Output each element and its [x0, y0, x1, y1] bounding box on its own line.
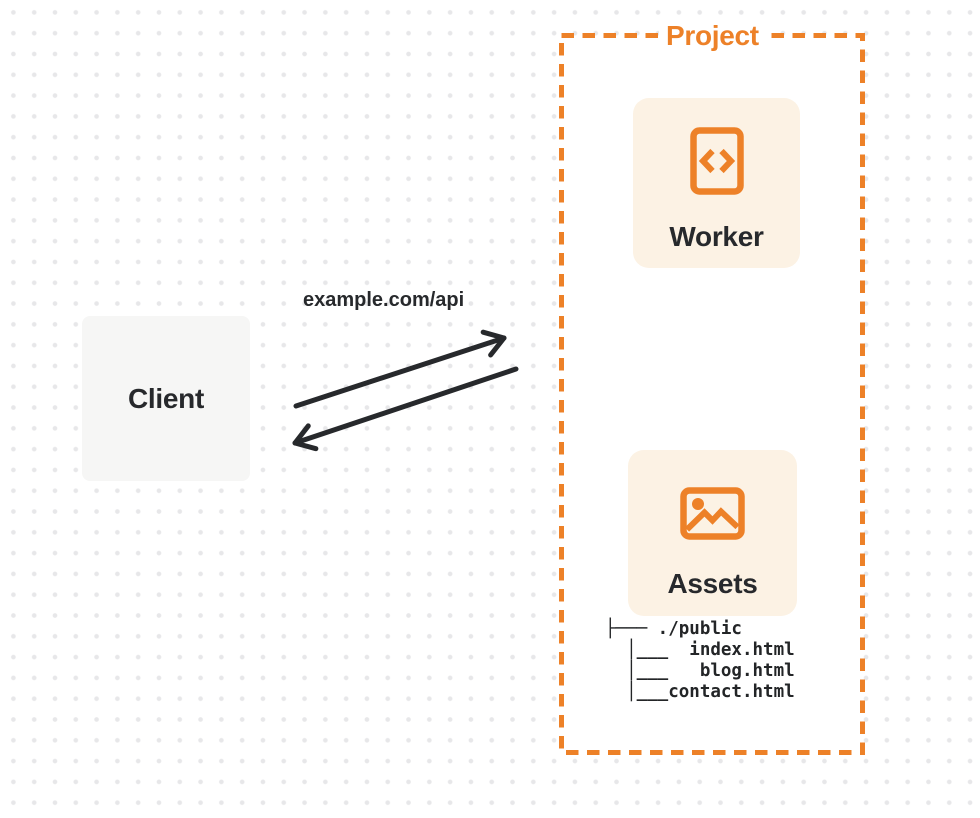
client-node: Client	[82, 316, 250, 481]
project-label: Project	[659, 19, 766, 53]
client-label: Client	[128, 382, 204, 414]
request-arrow	[293, 329, 507, 409]
assets-file-tree: ├─── ./public │___ index.html │___ blog.…	[605, 619, 795, 702]
response-arrow	[292, 366, 519, 452]
image-icon	[680, 487, 745, 540]
worker-node: Worker	[633, 98, 800, 268]
worker-label: Worker	[669, 221, 764, 252]
assets-label: Assets	[667, 568, 758, 599]
assets-node: Assets	[628, 450, 797, 616]
code-document-icon	[689, 127, 744, 195]
request-url-label: example.com/api	[303, 289, 465, 311]
